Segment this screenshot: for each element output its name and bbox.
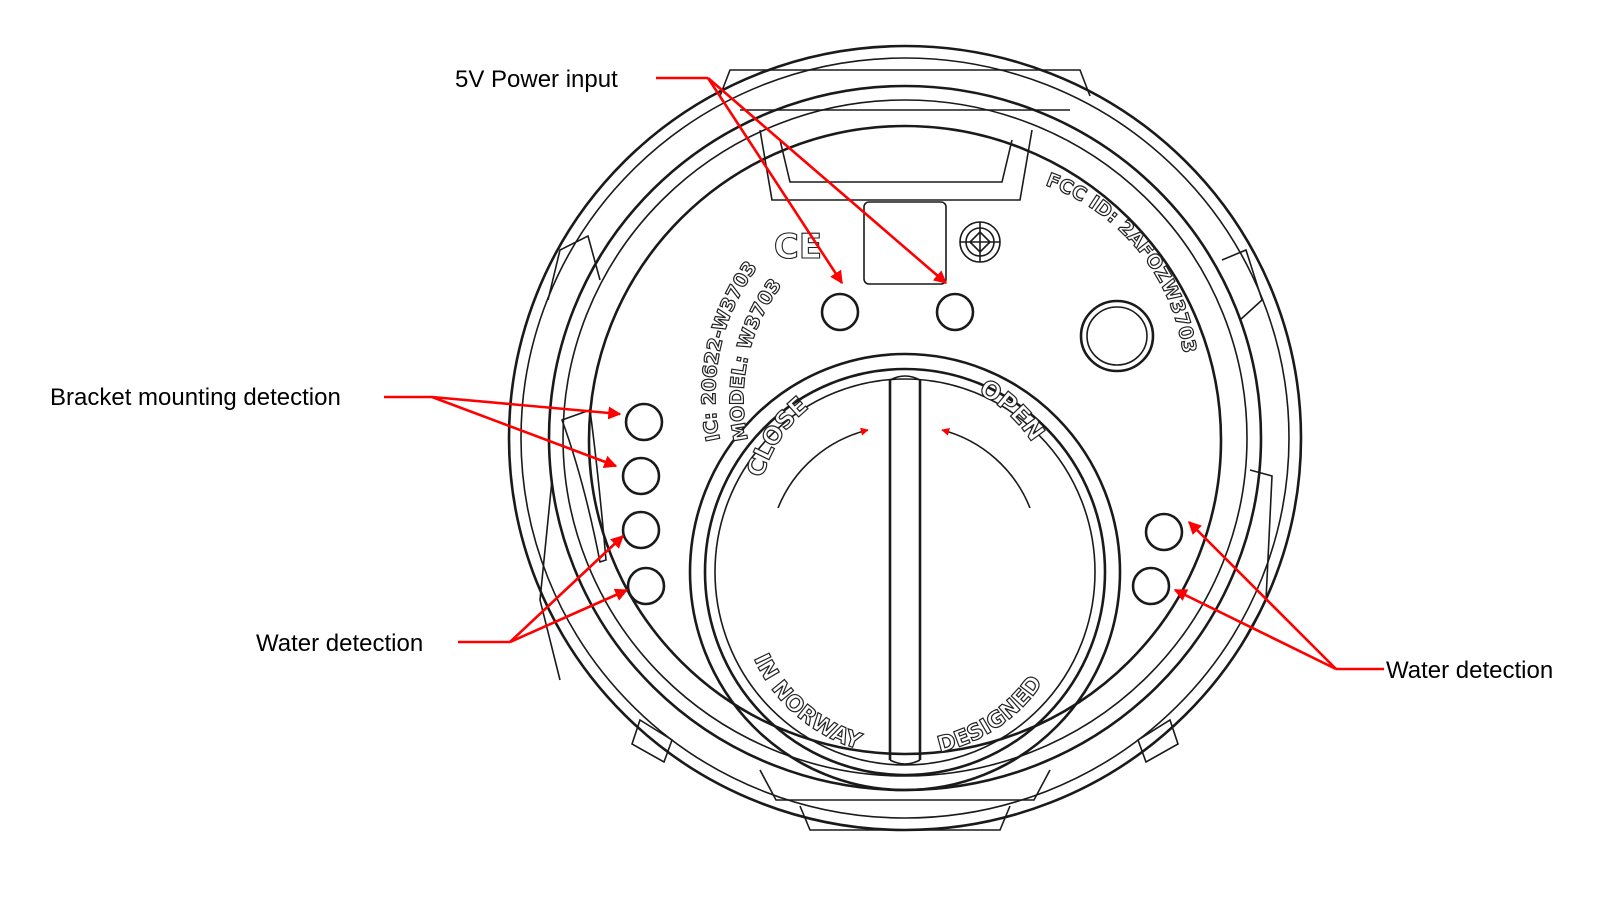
water-contact-left-1 (621, 510, 661, 550)
water-contact-right-1 (1144, 512, 1184, 552)
cover-slot (889, 375, 921, 765)
battery-cover-rim (703, 367, 1107, 777)
callout-water-right: Water detection (1386, 657, 1553, 684)
device-markings: CE IC: 20622-W3703 MODEL: W3703 FCC ID: … (698, 168, 1201, 758)
open-arrow (941, 427, 1031, 509)
bracket-contact-1 (624, 402, 664, 442)
screw-symbol (959, 221, 1001, 263)
fcc-id-path: FCC ID: 2AFOZW3703 (1043, 168, 1201, 355)
close-path: CLOSE (741, 390, 814, 480)
button-hole (1079, 299, 1155, 373)
right-tab (1221, 248, 1263, 321)
top-notch-inner (779, 139, 1013, 183)
close-text: CLOSE (741, 391, 813, 480)
ce-mark: CE (774, 227, 822, 267)
left-tab (547, 234, 601, 301)
bottom-step-2 (799, 805, 1011, 831)
leader-water-right-2 (1173, 588, 1337, 671)
leader-bracket-1 (431, 395, 622, 420)
label-window (863, 201, 947, 285)
bottom-clip-right (1137, 718, 1179, 764)
bottom-step (759, 769, 1051, 801)
leader-water-left-2 (509, 588, 629, 644)
power-contact-left (820, 292, 860, 332)
leader-power-left (706, 77, 844, 285)
left-latch (560, 408, 607, 564)
button-hole-inner (1086, 306, 1148, 366)
top-notch (759, 129, 1033, 201)
callout-water-left: Water detection (256, 630, 423, 657)
bracket-contact-2 (621, 456, 661, 496)
battery-cover-outer (688, 352, 1122, 792)
close-arrow (777, 427, 869, 509)
power-contact-right (935, 292, 975, 332)
annotations: 5V Power input Bracket mounting detectio… (50, 66, 1553, 684)
leader-power-right (707, 77, 947, 284)
leader-water-left-1 (509, 535, 624, 643)
right-ridge (1243, 469, 1273, 641)
leader-bracket-2 (431, 395, 618, 468)
bottom-clip-left (631, 718, 673, 764)
callout-power-input: 5V Power input (455, 66, 618, 93)
designed-path: DESIGNED (934, 671, 1048, 759)
left-ridge (539, 479, 561, 681)
battery-cover-face (714, 378, 1096, 766)
fcc-id-text: FCC ID: 2AFOZW3703 (1043, 169, 1200, 355)
base-plate (587, 124, 1223, 756)
designed-text: DESIGNED (935, 671, 1048, 758)
leader-water-right-1 (1188, 521, 1337, 670)
top-bracket (719, 69, 1091, 97)
water-contact-left-2 (626, 566, 666, 606)
rim-ring (547, 84, 1263, 792)
outer-ring (507, 44, 1303, 832)
device-outline (507, 44, 1303, 832)
water-contact-right-2 (1131, 566, 1171, 606)
outer-ring-inner (520, 57, 1290, 819)
callout-bracket-detection: Bracket mounting detection (50, 384, 341, 411)
